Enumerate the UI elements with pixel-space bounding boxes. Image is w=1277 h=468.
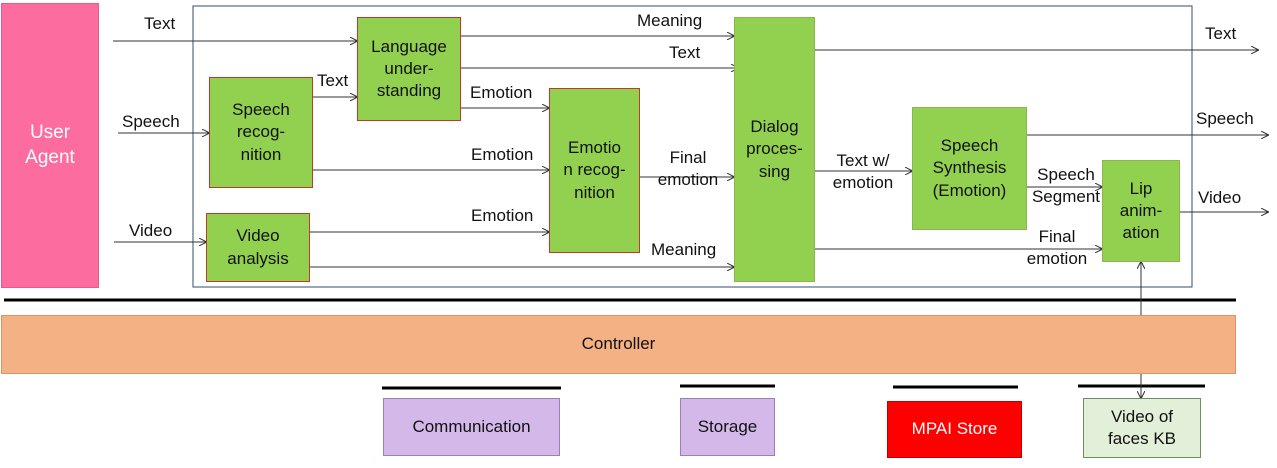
dialog-processing-label: Dialog proces- sing: [746, 117, 803, 181]
speech-recognition-label: Speech recog- nition: [232, 100, 290, 164]
speech-synthesis-box: Speech Synthesis (Emotion): [912, 107, 1027, 230]
label-in-text: Text: [144, 14, 176, 33]
language-understanding-label: Language under- standing: [371, 36, 447, 101]
label-sr-emotion: Emotion: [471, 145, 534, 164]
mpai-store-label: MPAI Store: [911, 419, 998, 439]
speech-recognition-box: Speech recog- nition: [209, 77, 313, 188]
mpai-store-box: MPAI Store: [887, 401, 1022, 458]
label-out-text: Text: [1205, 24, 1237, 43]
lip-animation-box: Lip anim- ation: [1102, 160, 1180, 262]
emotion-recognition-label: Emotio n recog- nition: [563, 138, 626, 202]
arrows: [113, 36, 1268, 398]
speech-synthesis-label: Speech Synthesis (Emotion): [932, 136, 1007, 200]
label-va-emotion: Emotion: [471, 206, 534, 225]
label-out-video: Video: [1198, 188, 1242, 207]
label-in-video: Video: [129, 221, 173, 240]
label-sr-text: Text: [317, 71, 349, 90]
video-kb-label: Video of faces KB: [1107, 406, 1177, 448]
label-va-meaning: Meaning: [651, 240, 717, 259]
video-analysis-box: Video analysis: [206, 213, 310, 282]
emotion-recognition-box: Emotio n recog- nition: [549, 88, 640, 253]
label-ss-speech-segment: Speech Segment: [1031, 165, 1101, 207]
controller-box: Controller: [1, 315, 1236, 374]
label-lu-text: Text: [669, 43, 701, 62]
workflow-frame: [192, 5, 1193, 288]
communication-box: Communication: [383, 398, 560, 456]
user-agent-box: User Agent: [1, 3, 99, 288]
label-er-final-emotion: Final emotion: [657, 148, 719, 190]
video-kb-box: Video of faces KB: [1083, 398, 1201, 458]
lip-animation-label: Lip anim- ation: [1119, 178, 1163, 243]
user-agent-label: User Agent: [25, 121, 75, 168]
label-dp-text-w-emotion: Text w/ emotion: [832, 151, 894, 193]
storage-label: Storage: [697, 416, 758, 436]
label-dp-final-emotion: Final emotion: [1026, 227, 1088, 269]
storage-box: Storage: [680, 398, 775, 456]
video-analysis-label: Video analysis: [227, 226, 289, 268]
label-in-speech: Speech: [122, 112, 180, 131]
communication-label: Communication: [412, 416, 531, 436]
language-understanding-box: Language under- standing: [357, 17, 461, 121]
label-lu-emotion: Emotion: [470, 83, 533, 102]
label-out-speech: Speech: [1196, 109, 1254, 128]
label-lu-meaning: Meaning: [637, 11, 703, 30]
dialog-processing-box: Dialog proces- sing: [734, 17, 815, 282]
controller-label: Controller: [581, 334, 656, 354]
